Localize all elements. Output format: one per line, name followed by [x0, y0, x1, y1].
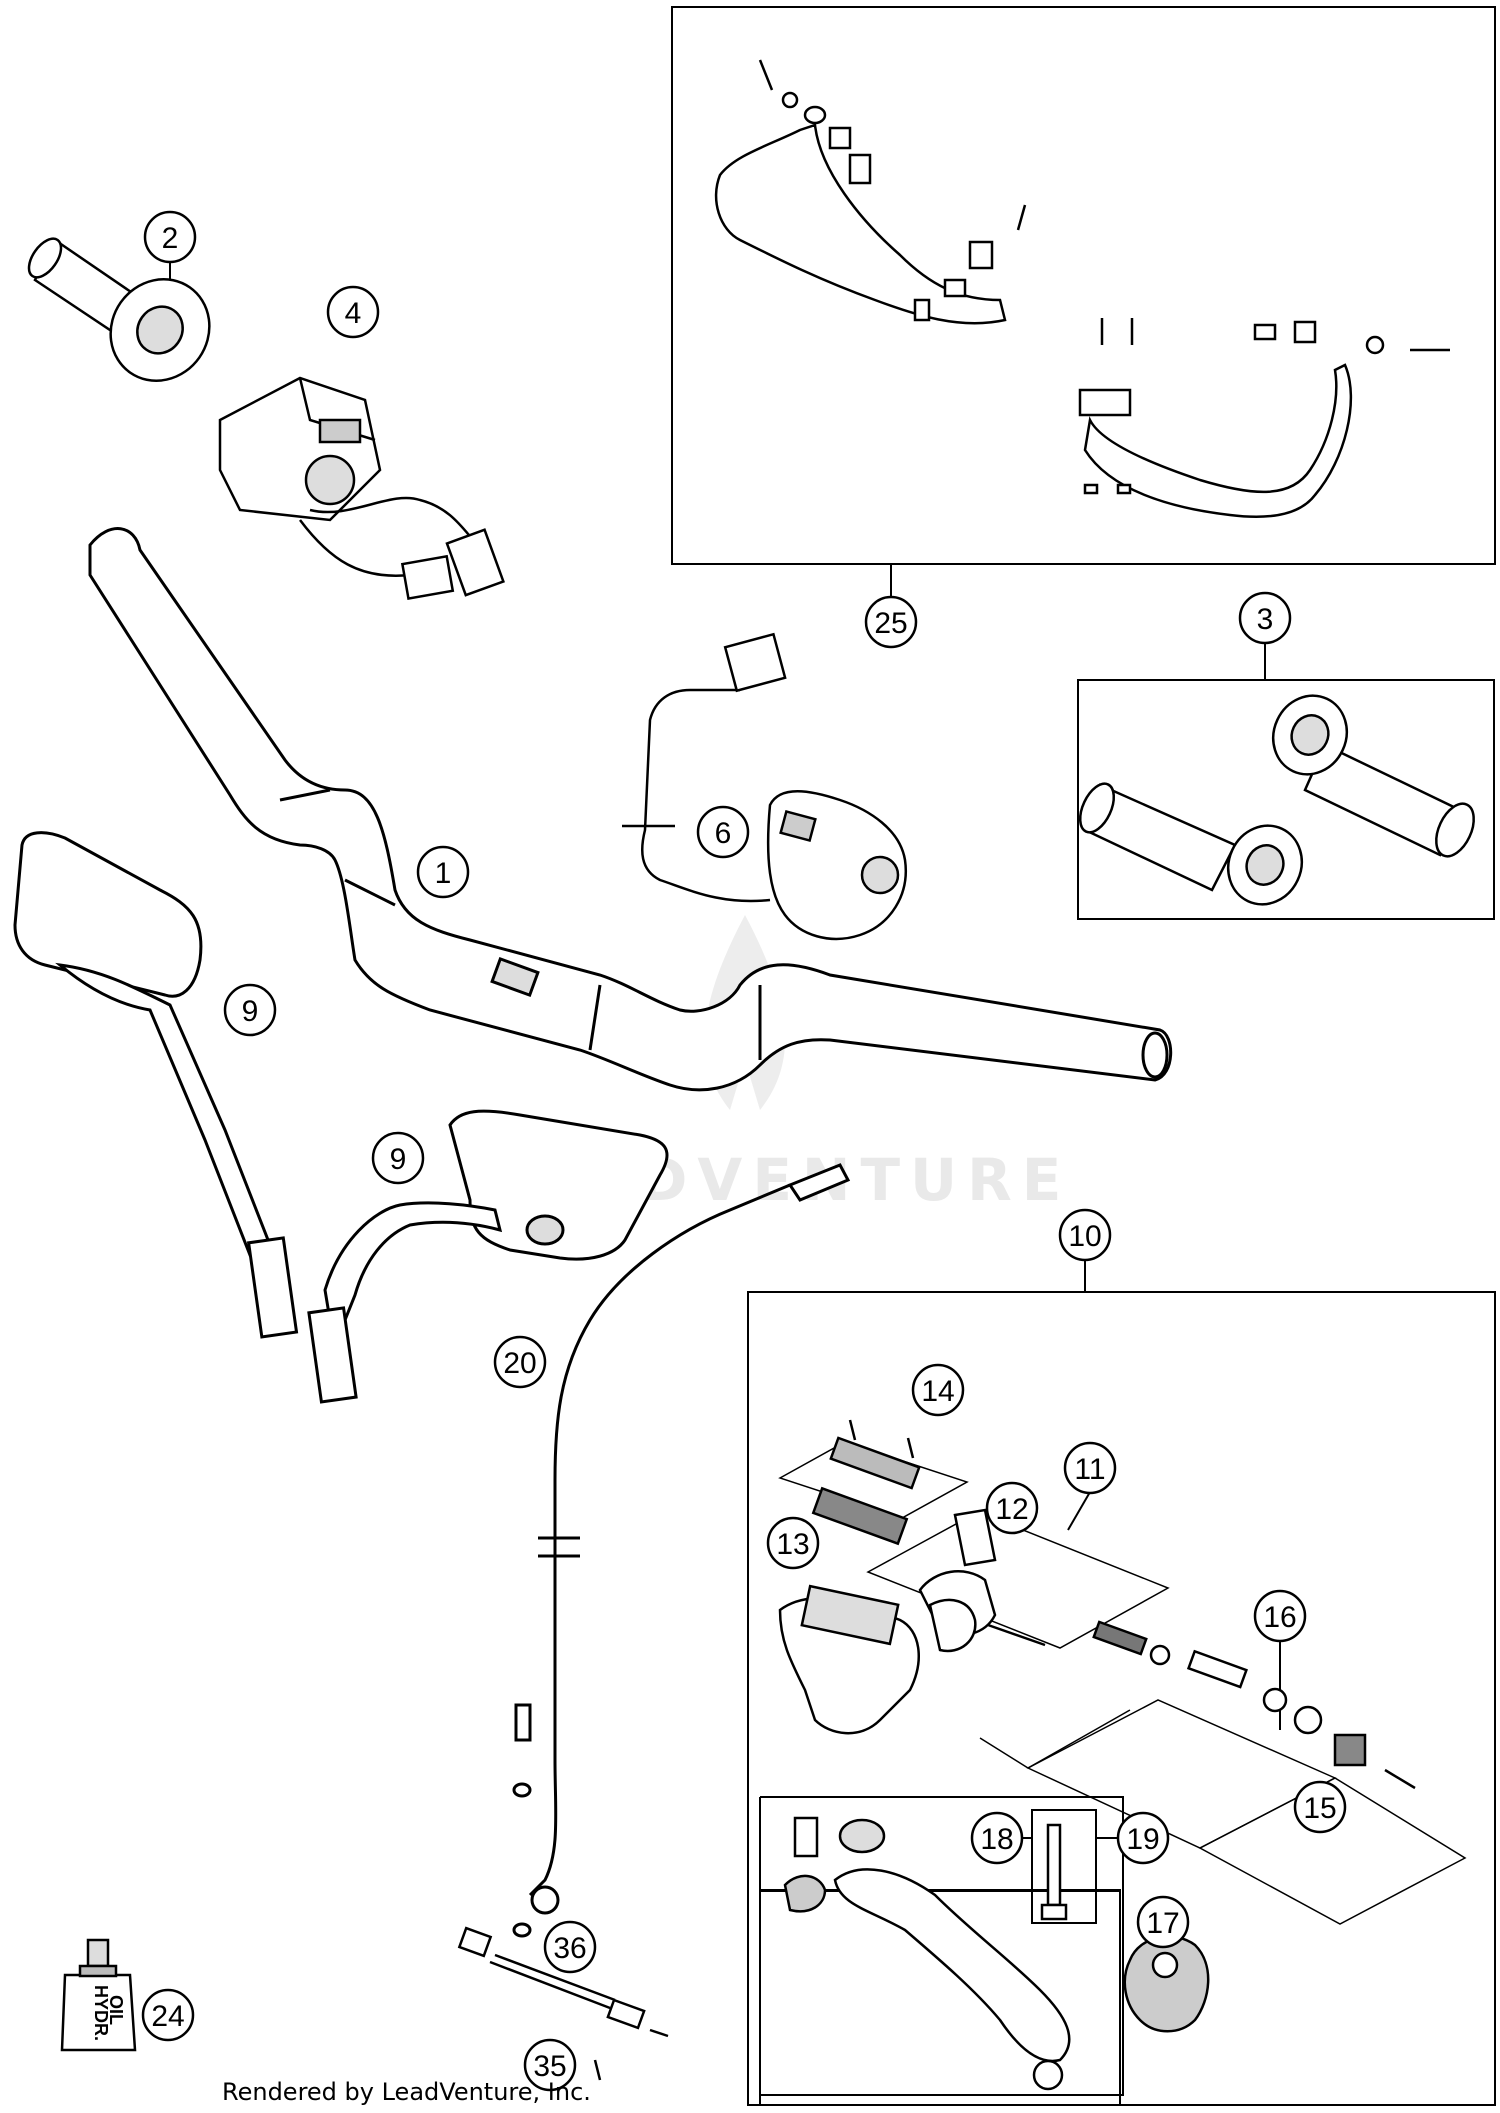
box-3-grips: [1077, 679, 1495, 920]
callout-12-label: 12: [995, 1493, 1028, 1526]
callout-35-label: 35: [533, 2050, 566, 2083]
box-25-handguards: [671, 6, 1496, 565]
part-24-hydraulic-oil: HYDR. OIL: [60, 1938, 137, 2052]
leader-11: [1067, 1491, 1091, 1531]
callout-10-label: 10: [1068, 1220, 1101, 1253]
callout-9-left: 9: [223, 983, 277, 1037]
part-36-brake-switch: [457, 1926, 669, 2081]
bottle-label-line2: OIL: [106, 1995, 126, 2025]
callout-6-label: 6: [715, 817, 732, 850]
part-2-left-grip: [27, 237, 211, 382]
box-18-pin: [1031, 1809, 1097, 1924]
box-10-master-cylinder: [747, 1291, 1496, 2106]
frame-15-adjuster: [1198, 1777, 1467, 1925]
callout-10: 10: [1058, 1208, 1112, 1262]
callout-24: 24: [141, 1988, 195, 2042]
callout-19: 19: [1116, 1811, 1170, 1865]
callout-20: 20: [493, 1335, 547, 1389]
part-13-diaphragm: [811, 1486, 909, 1546]
callout-15-label: 15: [1303, 1792, 1336, 1825]
group-boxes: [671, 6, 1496, 2106]
callout-4-label: 4: [345, 297, 362, 330]
callout-1-label: 1: [435, 857, 452, 890]
subgroup-frames: [759, 1441, 1467, 2096]
callout-25: 25: [864, 595, 918, 649]
frame-master-cylinder-outline: [979, 1709, 1131, 1769]
callout-36-label: 36: [553, 1932, 586, 1965]
callout-11: 11: [1063, 1441, 1117, 1495]
callout-4: 4: [326, 285, 380, 339]
callout-2-label: 2: [162, 222, 179, 255]
part-16-spring: [1092, 1620, 1148, 1656]
part-9-left-mirror: [13, 831, 299, 1339]
callout-2: 2: [143, 210, 197, 264]
callout-14: 14: [911, 1363, 965, 1417]
callout-35: 35: [523, 2038, 577, 2092]
callout-18: 18: [970, 1811, 1024, 1865]
part-9-right-mirror: [307, 1109, 669, 1404]
callout-6: 6: [696, 805, 750, 859]
callout-11-label: 11: [1074, 1453, 1105, 1486]
callout-18-label: 18: [980, 1823, 1013, 1856]
callout-19-label: 19: [1126, 1823, 1159, 1856]
part-17-clamp: [1123, 1935, 1210, 2033]
callout-20-label: 20: [503, 1347, 536, 1380]
part-15-adjuster: [1333, 1733, 1367, 1767]
callouts: 1 2 3 4 6 9 9 10 11 12 13 14 15 16 17 18…: [141, 210, 1347, 2092]
callout-1: 1: [416, 845, 470, 899]
callout-25-label: 25: [874, 607, 907, 640]
part-12-lever-pivot: [953, 1508, 997, 1567]
part-25-handguards: [714, 59, 1450, 519]
callout-13-label: 13: [776, 1528, 809, 1561]
callout-16: 16: [1253, 1589, 1307, 1643]
part-3-grip-set: [1078, 694, 1475, 906]
frame-10-lever-box: [759, 1796, 1124, 2096]
callout-24-label: 24: [151, 2000, 184, 2033]
callout-3: 3: [1238, 591, 1292, 645]
callout-36: 36: [543, 1920, 597, 1974]
frame-16-piston: [1026, 1699, 1337, 1849]
leader-lines: [169, 262, 1281, 1839]
part-14-cover: [829, 1436, 921, 1490]
frame-11-lever-base: [866, 1511, 1170, 1649]
callout-12: 12: [985, 1481, 1039, 1535]
callout-14-label: 14: [921, 1375, 954, 1408]
callout-17-label: 17: [1146, 1907, 1179, 1940]
callout-17: 17: [1136, 1895, 1190, 1949]
part-19-lever: [783, 1816, 1071, 2091]
part-4-left-switch: [218, 376, 505, 600]
callout-15: 15: [1293, 1780, 1347, 1834]
callout-13: 13: [766, 1516, 820, 1570]
part-20-brake-line: [512, 1163, 851, 1938]
callout-16-label: 16: [1263, 1601, 1296, 1634]
part-6-right-switch: [622, 632, 908, 941]
part-1-handlebar: [88, 527, 1173, 1092]
callout-9-right: 9: [371, 1131, 425, 1185]
callout-3-label: 3: [1257, 603, 1274, 636]
part-10-master-cylinder: [778, 1419, 1416, 1790]
bottle-label-line1: HYDR.: [91, 1985, 111, 2041]
callout-9a-label: 9: [242, 995, 259, 1028]
callout-9b-label: 9: [390, 1143, 407, 1176]
footer-credit: Rendered by LeadVenture, Inc.: [222, 2078, 591, 2106]
